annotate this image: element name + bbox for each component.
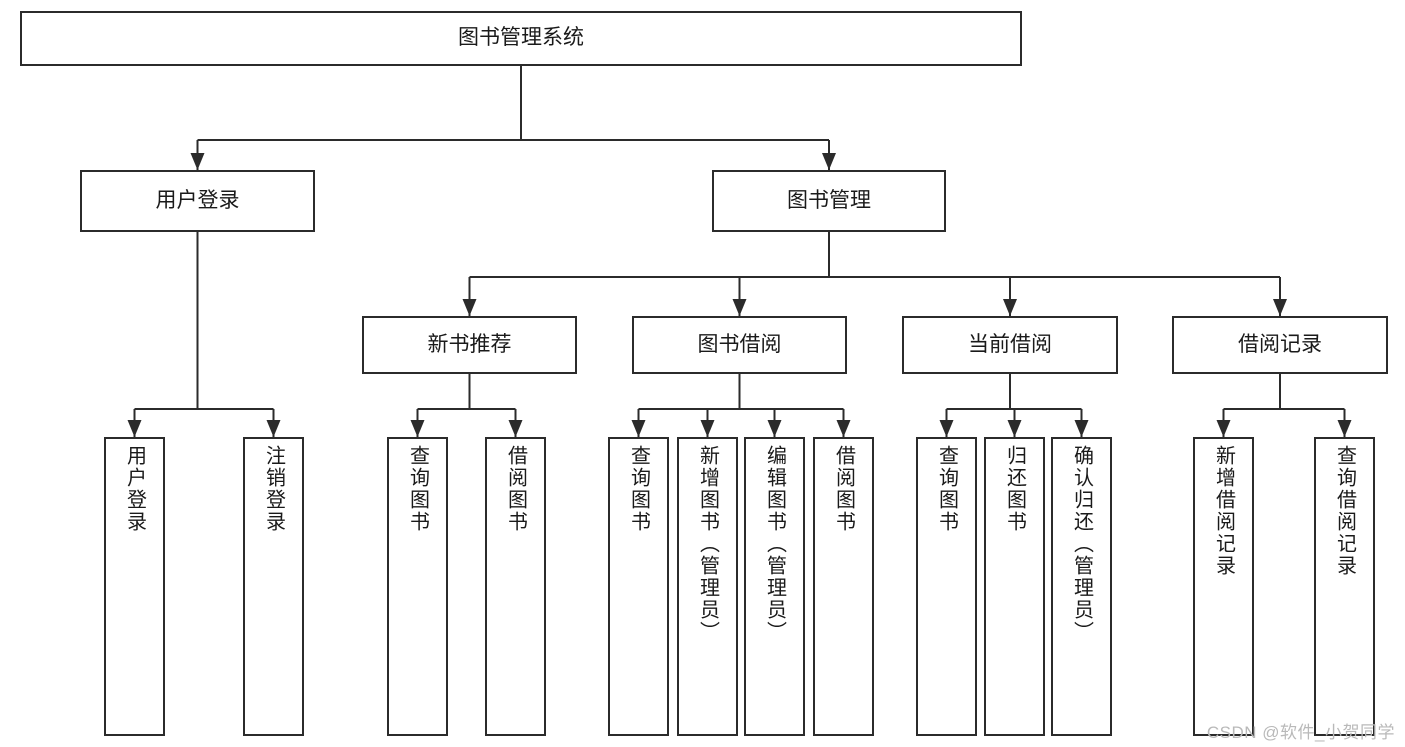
arrow-head-book-manage [822, 153, 836, 170]
node-leaf-logout[interactable]: 注销登录 [243, 437, 304, 736]
node-label-leaf-query-2: 查询图书 [627, 445, 650, 533]
node-root[interactable]: 图书管理系统 [20, 11, 1022, 66]
node-label-leaf-borrow-2: 借阅图书 [832, 445, 855, 533]
node-user-login[interactable]: 用户登录 [80, 170, 315, 232]
arrow-head-current-borrow [1003, 299, 1017, 316]
node-leaf-user-login[interactable]: 用户登录 [104, 437, 165, 736]
node-label-book-borrow: 图书借阅 [697, 332, 782, 356]
arrow-head-leaf-borrow-1 [508, 420, 523, 437]
arrow-head-leaf-add-book [700, 420, 715, 437]
node-leaf-borrow-1[interactable]: 借阅图书 [485, 437, 546, 736]
node-book-manage[interactable]: 图书管理 [712, 170, 946, 232]
arrow-head-borrow-record [1273, 299, 1287, 316]
arrow-head-leaf-query-rec [1337, 420, 1352, 437]
node-label-user-login: 用户登录 [155, 188, 240, 212]
node-borrow-record[interactable]: 借阅记录 [1172, 316, 1388, 374]
node-label-leaf-add-book: 新增图书（管理员） [696, 445, 719, 643]
node-leaf-query-rec[interactable]: 查询借阅记录 [1314, 437, 1375, 736]
arrow-head-leaf-logout [266, 420, 281, 437]
arrow-head-leaf-add-rec [1216, 420, 1231, 437]
node-leaf-edit-book[interactable]: 编辑图书（管理员） [744, 437, 805, 736]
node-label-root: 图书管理系统 [458, 26, 584, 50]
node-label-leaf-query-1: 查询图书 [406, 445, 429, 533]
node-label-leaf-borrow-1: 借阅图书 [504, 445, 527, 533]
node-label-leaf-confirm: 确认归还（管理员） [1070, 445, 1093, 643]
arrow-head-new-book-rec [462, 299, 477, 316]
node-label-leaf-add-rec: 新增借阅记录 [1212, 445, 1235, 577]
node-leaf-add-book[interactable]: 新增图书（管理员） [677, 437, 738, 736]
arrow-head-leaf-borrow-2 [836, 420, 851, 437]
node-current-borrow[interactable]: 当前借阅 [902, 316, 1118, 374]
node-label-leaf-query-rec: 查询借阅记录 [1333, 445, 1356, 577]
node-leaf-add-rec[interactable]: 新增借阅记录 [1193, 437, 1254, 736]
node-label-current-borrow: 当前借阅 [968, 332, 1052, 356]
arrow-head-leaf-return [1007, 420, 1022, 437]
node-label-borrow-record: 借阅记录 [1238, 332, 1322, 356]
arrow-head-leaf-edit-book [767, 420, 782, 437]
node-label-book-manage: 图书管理 [787, 188, 871, 212]
node-label-new-book-rec: 新书推荐 [427, 332, 512, 356]
arrow-head-leaf-query-3 [939, 420, 954, 437]
node-label-leaf-edit-book: 编辑图书（管理员） [763, 445, 786, 643]
node-new-book-rec[interactable]: 新书推荐 [362, 316, 577, 374]
watermark: CSDN @软件_小贺同学 [1206, 723, 1395, 742]
node-leaf-borrow-2[interactable]: 借阅图书 [813, 437, 874, 736]
node-book-borrow[interactable]: 图书借阅 [632, 316, 847, 374]
node-label-leaf-query-3: 查询图书 [935, 445, 958, 533]
arrow-head-book-borrow [732, 299, 747, 316]
node-leaf-return[interactable]: 归还图书 [984, 437, 1045, 736]
node-leaf-query-1[interactable]: 查询图书 [387, 437, 448, 736]
node-label-leaf-user-login: 用户登录 [123, 445, 146, 533]
arrow-head-leaf-confirm [1074, 420, 1089, 437]
arrow-head-leaf-query-2 [631, 420, 646, 437]
node-leaf-query-2[interactable]: 查询图书 [608, 437, 669, 736]
arrow-head-leaf-user-login [127, 420, 142, 437]
node-label-leaf-return: 归还图书 [1003, 445, 1026, 533]
node-leaf-confirm[interactable]: 确认归还（管理员） [1051, 437, 1112, 736]
arrow-head-leaf-query-1 [410, 420, 425, 437]
node-leaf-query-3[interactable]: 查询图书 [916, 437, 977, 736]
node-label-leaf-logout: 注销登录 [262, 445, 285, 533]
arrow-head-user-login [190, 153, 205, 170]
